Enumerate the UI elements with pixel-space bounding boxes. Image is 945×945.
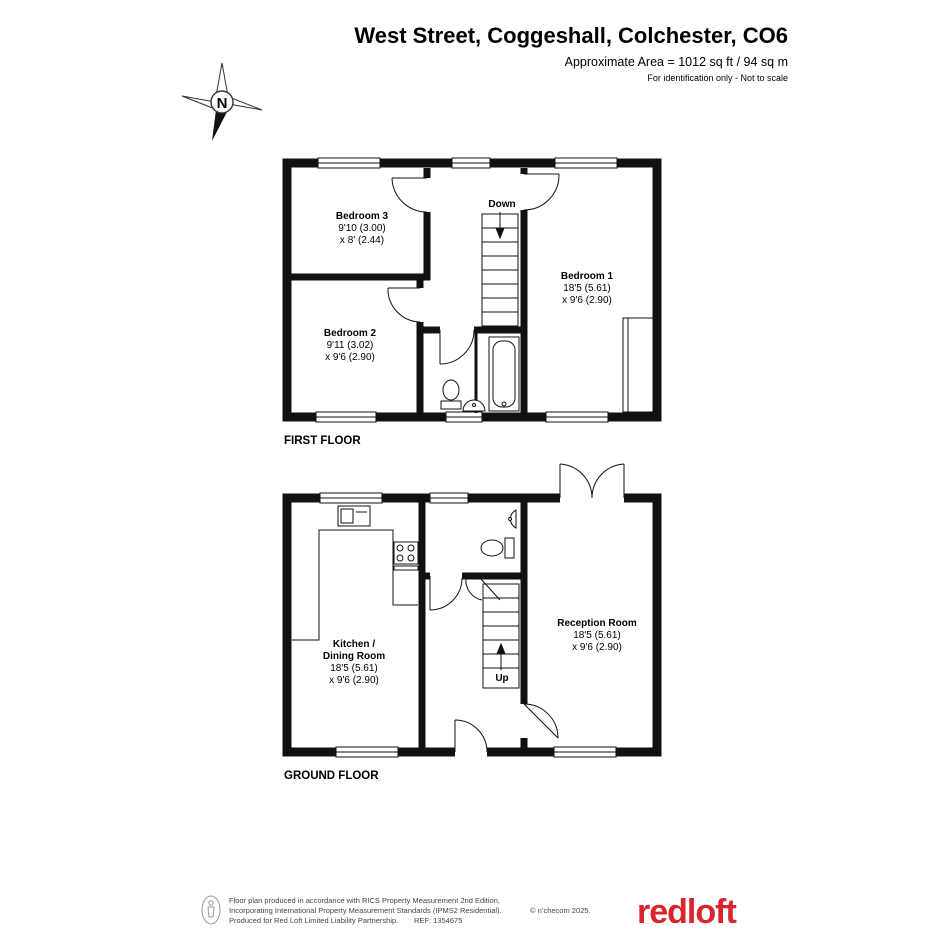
toilet [440, 379, 462, 410]
room-dimension: x 9'6 (2.90) [329, 675, 379, 686]
footer-copyright: © n’checom 2025. [530, 906, 591, 915]
footer-line-3: Produced for Red Loft Limited Liability … [229, 916, 398, 925]
basin [462, 399, 486, 412]
footer: Floor plan produced in accordance with R… [201, 893, 737, 931]
room-dimension: 18'5 (5.61) [563, 283, 611, 294]
footer-line-2: Incorporating International Property Mea… [229, 906, 502, 915]
footer-ref: REF: 1354675 [414, 916, 462, 925]
front-door-swing [454, 719, 488, 753]
ground-floor-plan: Up Kitchen / Dining Room 18'5 (5.61) x 9… [282, 463, 662, 782]
french-doors [559, 463, 625, 499]
person-icon [201, 895, 221, 925]
staircase [481, 212, 519, 327]
toilet [480, 537, 515, 559]
disclaimer: For identification only - Not to scale [647, 73, 788, 83]
room-dimension: x 8' (2.44) [340, 235, 384, 246]
bathtub [488, 336, 520, 412]
room-dimension: x 9'6 (2.90) [325, 352, 375, 363]
wardrobe [622, 317, 654, 413]
room-dimension: 9'10 (3.00) [338, 223, 386, 234]
wc-basin [508, 509, 517, 529]
first-floor-label: FIRST FLOOR [284, 435, 361, 447]
room-dimension: 18'5 (5.61) [330, 663, 378, 674]
first-floor-plan: Down Bedroom 3 9'10 (3.00) x 8' (2.44) B… [282, 157, 662, 447]
room-name: Dining Room [323, 651, 385, 662]
ground-floor-label: GROUND FLOOR [284, 770, 379, 782]
compass-north-label: N [217, 95, 228, 112]
room-name: Bedroom 1 [561, 271, 614, 282]
room-dimension: x 9'6 (2.90) [572, 642, 622, 653]
property-address: West Street, Coggeshall, Colchester, CO6 [354, 23, 788, 48]
stairs-up-label: Up [495, 673, 508, 684]
redloft-logo: redloft [637, 893, 736, 931]
room-dimension: 9'11 (3.02) [327, 340, 374, 351]
footer-line-1: Floor plan produced in accordance with R… [229, 896, 500, 905]
room-name: Bedroom 3 [336, 211, 389, 222]
room-name: Kitchen / [333, 639, 375, 650]
room-dimension: 18'5 (5.61) [573, 630, 621, 641]
approximate-area: Approximate Area = 1012 sq ft / 94 sq m [565, 55, 788, 69]
stairs-down-label: Down [488, 199, 515, 210]
front-door-opening [455, 746, 487, 758]
room-name: Bedroom 2 [324, 328, 377, 339]
kitchen-units [292, 505, 419, 641]
room-dimension: x 9'6 (2.90) [562, 295, 612, 306]
room-name: Reception Room [557, 618, 637, 629]
staircase [482, 583, 520, 689]
compass-icon: N [181, 62, 263, 141]
